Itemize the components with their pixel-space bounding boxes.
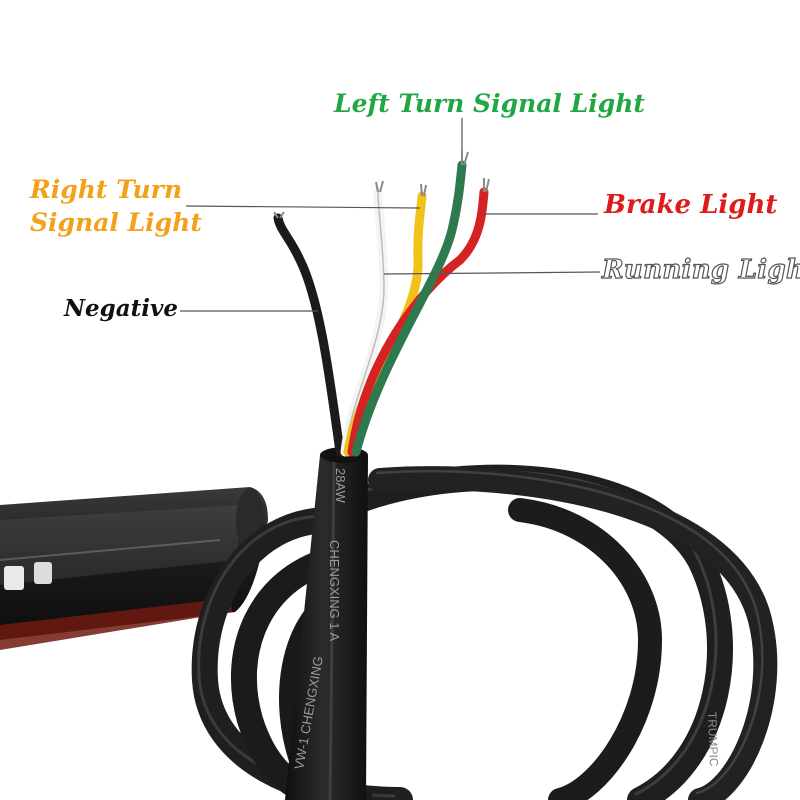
label-running-light: Running Light (601, 254, 800, 285)
wire-tips (273, 150, 490, 219)
wires (273, 160, 489, 457)
wire-green (351, 160, 467, 457)
cable-print-a: 28AW (333, 468, 348, 504)
wire-black (273, 213, 345, 457)
label-left-turn-signal-light: Left Turn Signal Light (334, 89, 645, 118)
leader-right-turn (185, 205, 421, 209)
red-lens-strip (0, 598, 232, 650)
wire-red (347, 187, 489, 457)
leader-running (383, 271, 601, 275)
label-right-turn-line1: Right Turn (30, 175, 183, 204)
cable-coil (191, 464, 778, 800)
label-brake-light: Brake Light (604, 190, 778, 220)
label-right-turn-signal-light: Right Turn Signal Light (30, 173, 202, 239)
wire-white-edge (344, 191, 385, 453)
light-bar (0, 487, 268, 640)
leader-lines (180, 118, 601, 312)
label-negative: Negative (64, 295, 179, 322)
label-right-turn-line2: Signal Light (30, 208, 202, 237)
cable-print-b: CHENGXING 1 A (327, 540, 342, 641)
cable-print-d: TRUMPIC (705, 712, 721, 767)
led-chip-2 (34, 562, 52, 584)
led-chip-1 (4, 566, 24, 590)
